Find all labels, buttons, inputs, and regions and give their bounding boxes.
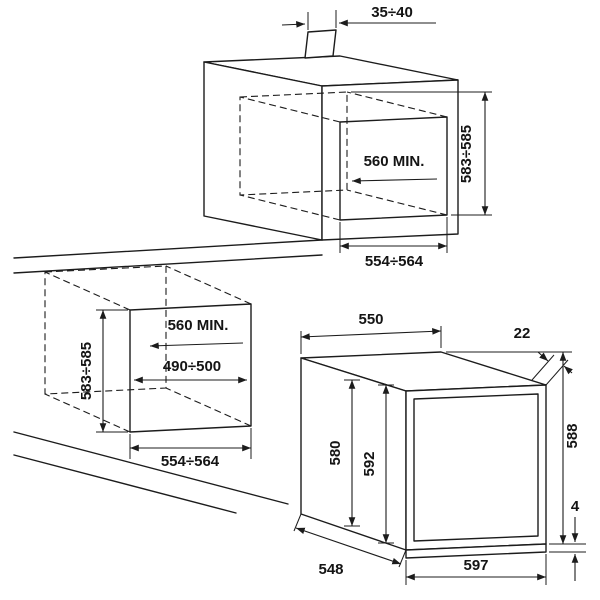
dim-undercounter-width: 554÷564 <box>129 428 252 470</box>
ext-line <box>293 513 302 532</box>
dim-oven-depth: 548 <box>293 513 407 578</box>
dim-arrow <box>537 351 549 362</box>
undercounter-height-label: 583÷585 <box>78 342 95 400</box>
dim-arrow <box>281 21 306 28</box>
dim-oven-door-thickness: 22 <box>514 325 573 386</box>
undercounter-installation: 560 MIN. 490÷500 583÷585 554÷564 <box>13 239 323 514</box>
ext-line <box>545 359 569 386</box>
undercounter-inner-width-label: 490÷500 <box>163 358 221 375</box>
column-cabinet <box>203 29 459 241</box>
column-niche-dashed-box <box>239 91 448 221</box>
dim-oven-top-width: 550 <box>300 311 442 354</box>
oven-front-width-label: 597 <box>463 557 488 574</box>
dim-line <box>300 328 442 340</box>
niche-edge-line <box>44 271 131 311</box>
oven: 550 22 588 580 592 <box>293 311 586 585</box>
dim-column-width: 554÷564 <box>339 217 448 270</box>
column-height-label: 583÷585 <box>458 125 475 183</box>
depth-arrow <box>351 177 438 185</box>
niche-back-face <box>239 91 348 196</box>
dim-undercounter-inner-width: 490÷500 <box>134 358 247 384</box>
undercounter-niche-opening <box>129 303 252 433</box>
dim-vent-gap: 35÷40 <box>281 4 436 30</box>
column-depth-label: 560 MIN. <box>364 153 425 170</box>
oven-door-thickness-label: 22 <box>514 325 531 342</box>
dim-undercounter-height: 583÷585 <box>78 309 128 433</box>
worktop <box>13 239 323 274</box>
floor-lines <box>13 431 289 514</box>
oven-front-height-label: 592 <box>361 451 378 476</box>
oven-depth-label: 548 <box>318 561 343 578</box>
dim-oven-bottom-gap: 4 <box>549 498 586 581</box>
dim-undercounter-depth: 560 MIN. <box>149 317 244 350</box>
plinth-line <box>13 454 237 514</box>
plinth-line <box>13 431 289 505</box>
oven-overall-height-label: 588 <box>564 423 581 448</box>
cabinet-side-face <box>203 61 323 241</box>
cabinet-front-face <box>321 79 459 241</box>
dim-arrow <box>563 365 573 375</box>
oven-door-frame <box>413 393 539 542</box>
vent-cutout-tab <box>304 29 337 59</box>
undercounter-width-label: 554÷564 <box>161 453 220 470</box>
worktop-edge-line <box>13 254 323 274</box>
niche-edge-line <box>165 265 252 305</box>
undercounter-niche-dashed-box <box>44 265 252 433</box>
niche-edge-line <box>239 96 341 123</box>
niche-edge-line <box>239 194 341 221</box>
niche-edge-line <box>346 91 448 118</box>
dim-column-depth: 560 MIN. <box>351 153 438 185</box>
column-width-label: 554÷564 <box>365 253 424 270</box>
oven-body-height-label: 580 <box>327 440 344 465</box>
dim-line <box>295 527 402 565</box>
dim-oven-height-overall: 588 <box>446 351 581 545</box>
ext-line <box>531 354 555 381</box>
niche-edge-line <box>346 189 448 216</box>
dim-column-height: 583÷585 <box>351 91 492 216</box>
column-niche-opening <box>339 116 448 221</box>
oven-front-face <box>405 384 547 551</box>
column-installation: 35÷40 560 MIN. 583÷585 554÷564 <box>203 4 492 270</box>
dim-oven-front-width: 597 <box>405 554 547 585</box>
oven-side-face <box>300 357 407 551</box>
niche-back-face <box>44 265 167 395</box>
niche-edge-line <box>165 387 252 427</box>
undercounter-depth-label: 560 MIN. <box>168 317 229 334</box>
depth-arrow <box>149 342 244 350</box>
vent-gap-label: 35÷40 <box>371 4 413 21</box>
worktop-edge-line <box>13 239 323 259</box>
oven-bottom-gap-label: 4 <box>571 498 580 515</box>
niche-edge-line <box>44 393 131 433</box>
dim-oven-height-front: 592 <box>361 384 394 544</box>
oven-top-width-label: 550 <box>358 311 383 328</box>
dim-oven-height-body: 580 <box>327 379 360 527</box>
oven-door-bottom-trim <box>405 543 547 559</box>
ext-line <box>398 549 407 568</box>
